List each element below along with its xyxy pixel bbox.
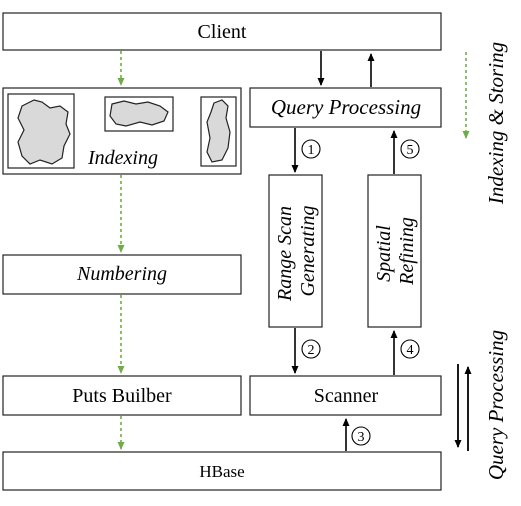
step-circle-4: 4: [400, 339, 420, 359]
legend-indexing-storing-label: Indexing & Storing: [484, 42, 508, 205]
indexing-node: Indexing: [2, 87, 242, 175]
step-label-3: 3: [358, 430, 365, 445]
step-circle-2: 2: [301, 339, 321, 359]
indexing-label: Indexing: [87, 147, 158, 169]
range-scan-generating-line-1: Range Scan: [274, 206, 296, 302]
client-node: Client: [2, 12, 442, 51]
region-shape-1: [17, 99, 71, 165]
region-shape-3: [206, 99, 231, 163]
numbering-node: Numbering: [2, 254, 242, 295]
step-circle-5: 5: [400, 139, 420, 159]
step-label-5: 5: [407, 143, 414, 158]
spatial-refining-node: Spatial Refining: [367, 174, 422, 328]
hbase-label: HBase: [199, 462, 244, 481]
step-circle-3: 3: [351, 426, 371, 446]
query-processing-label: Query Processing: [271, 95, 421, 119]
hbase-node: HBase: [2, 451, 442, 491]
step-label-2: 2: [308, 343, 315, 358]
puts-builder-label: Puts Builber: [72, 385, 172, 407]
range-scan-generating-label: Range Scan Generating: [274, 201, 319, 302]
region-shape-2: [109, 100, 169, 127]
range-scan-generating-node: Range Scan Generating: [268, 174, 323, 328]
spatial-refining-line-1: Spatial: [373, 225, 395, 282]
legend-query-processing-label: Query Processing: [484, 330, 508, 480]
step-label-1: 1: [308, 143, 315, 158]
puts-builder-node: Puts Builber: [2, 375, 242, 416]
numbering-label: Numbering: [76, 263, 167, 285]
spatial-refining-label: Spatial Refining: [373, 217, 418, 286]
spatial-refining-line-2: Refining: [396, 217, 418, 286]
step-circle-1: 1: [301, 139, 321, 159]
scanner-node: Scanner: [249, 375, 442, 416]
step-label-4: 4: [407, 343, 414, 358]
client-label: Client: [198, 21, 247, 43]
query-processing-node: Query Processing: [249, 87, 442, 128]
range-scan-generating-line-2: Generating: [297, 205, 319, 296]
scanner-label: Scanner: [314, 385, 379, 407]
